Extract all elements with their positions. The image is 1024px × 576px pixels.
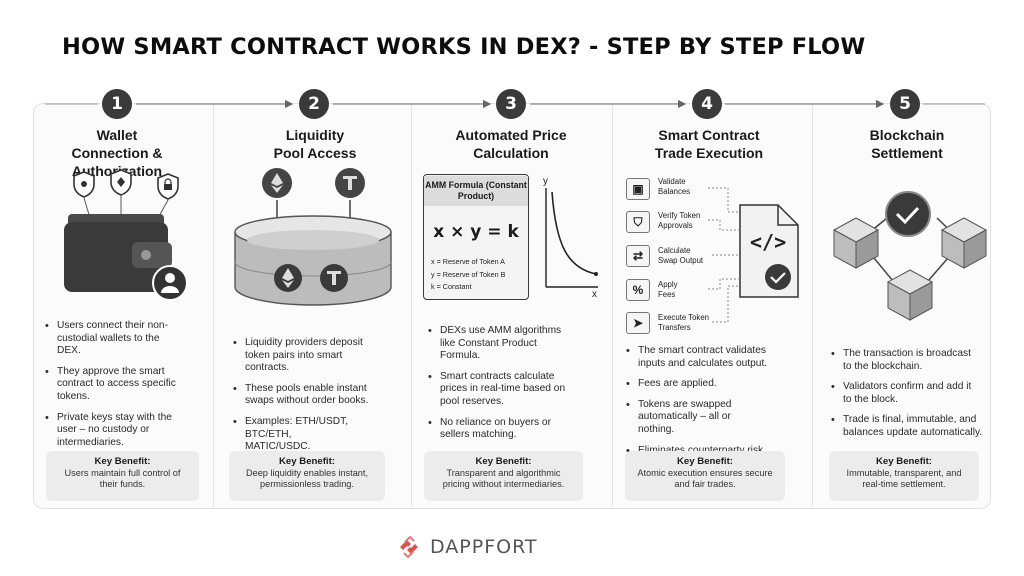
bullet-item: They approve the smart contract to acces… bbox=[45, 366, 205, 404]
bullet-item: Fees are applied. bbox=[626, 378, 806, 391]
key-benefit-heading: Key Benefit: bbox=[94, 456, 151, 467]
shield-icon bbox=[110, 169, 132, 196]
check-badge-icon bbox=[765, 264, 791, 290]
percent-icon: % bbox=[626, 279, 650, 301]
key-benefit-text: Atomic execution ensures secure and fair… bbox=[637, 468, 773, 489]
liquidity-pool-icon bbox=[234, 215, 392, 306]
bullet-item: Users connect their non-custodial wallet… bbox=[45, 320, 205, 358]
step-bullets: DEXs use AMM algorithms like Constant Pr… bbox=[428, 325, 603, 450]
bullet-item: DEXs use AMM algorithms like Constant Pr… bbox=[428, 325, 603, 363]
amm-legend-item: y = Reserve of Token B bbox=[431, 269, 506, 279]
step-bullets: The transaction is broadcast to the bloc… bbox=[831, 348, 991, 448]
step-bullets: The smart contract validates inputs and … bbox=[626, 345, 806, 465]
key-benefit-text: Users maintain full control of their fun… bbox=[64, 468, 181, 489]
step-number-badge: 1 bbox=[102, 89, 132, 119]
column-divider bbox=[411, 104, 412, 508]
bullet-item: No reliance on buyers or sellers matchin… bbox=[428, 417, 603, 442]
bullet-item: The smart contract validates inputs and … bbox=[626, 345, 806, 370]
key-benefit-box: Key Benefit: Immutable, transparent, and… bbox=[829, 451, 979, 501]
step-number-badge: 2 bbox=[299, 89, 329, 119]
step-bullets: Liquidity providers deposit token pairs … bbox=[233, 337, 408, 462]
shield-icon: ⛉ bbox=[626, 211, 650, 233]
bullet-item: Examples: ETH/USDT, BTC/ETH, MATIC/USDC. bbox=[233, 416, 408, 454]
key-benefit-heading: Key Benefit: bbox=[475, 456, 532, 467]
key-benefit-box: Key Benefit: Atomic execution ensures se… bbox=[625, 451, 785, 501]
bullet-item: Validators confirm and add it to the blo… bbox=[831, 381, 991, 406]
key-benefit-box: Key Benefit: Transparent and algorithmic… bbox=[424, 451, 583, 501]
amm-formula-title: AMM Formula (Constant Product) bbox=[425, 180, 527, 201]
price-curve-chart bbox=[545, 188, 598, 288]
bullet-item: Private keys stay with the user – no cus… bbox=[45, 412, 205, 450]
key-benefit-text: Deep liquidity enables instant, permissi… bbox=[245, 468, 369, 489]
step-number-badge: 3 bbox=[496, 89, 526, 119]
amm-formula-equation: x × y = k bbox=[433, 222, 519, 242]
page-title: HOW SMART CONTRACT WORKS IN DEX? - STEP … bbox=[62, 34, 866, 60]
key-benefit-text: Immutable, transparent, and real-time se… bbox=[846, 468, 962, 489]
bullet-item: The transaction is broadcast to the bloc… bbox=[831, 348, 991, 373]
key-benefit-box: Key Benefit: Users maintain full control… bbox=[46, 451, 199, 501]
y-axis-label: y bbox=[543, 176, 548, 187]
bullet-item: Tokens are swapped automatically – all o… bbox=[626, 399, 806, 437]
swap-arrows-icon: ⇄ bbox=[626, 245, 650, 267]
bullet-item: Smart contracts calculate prices in real… bbox=[428, 371, 603, 409]
user-avatar-icon bbox=[152, 265, 188, 301]
bullet-item: Eliminates counterparty risk. bbox=[626, 445, 806, 458]
wallet-icon bbox=[64, 214, 172, 292]
checklist-item: Apply Fees bbox=[658, 280, 678, 299]
step-number-badge: 5 bbox=[890, 89, 920, 119]
check-circle-icon bbox=[885, 191, 931, 237]
amm-formula-header bbox=[424, 176, 528, 206]
key-benefit-heading: Key Benefit: bbox=[876, 456, 932, 467]
checklist-connectors bbox=[708, 187, 740, 323]
key-benefit-text: Transparent and algorithmic pricing with… bbox=[442, 468, 565, 489]
amm-legend-item: k = Constant bbox=[431, 282, 472, 291]
code-brackets-icon: </> bbox=[750, 230, 787, 254]
amm-formula-legend: x = Reserve of Token A y = Reserve of To… bbox=[431, 256, 505, 294]
send-arrow-icon: ➤ bbox=[626, 312, 650, 334]
column-divider bbox=[213, 104, 214, 508]
blockchain-blocks-icon bbox=[832, 217, 988, 321]
shield-icon bbox=[73, 171, 95, 198]
bullet-item: Liquidity providers deposit token pairs … bbox=[233, 337, 408, 375]
step-title: Blockchain Settlement bbox=[869, 127, 945, 161]
key-benefit-heading: Key Benefit: bbox=[279, 456, 335, 467]
column-divider bbox=[812, 104, 813, 508]
amm-legend-item: x = Reserve of Token A bbox=[431, 257, 505, 266]
key-benefit-heading: Key Benefit: bbox=[677, 456, 733, 467]
step-title: Liquidity Pool Access bbox=[273, 127, 357, 161]
tether-coin-icon bbox=[320, 264, 348, 292]
x-axis-label: x bbox=[592, 289, 597, 300]
bullet-item: These pools enable instant swaps without… bbox=[233, 383, 408, 408]
step-bullets: Users connect their non-custodial wallet… bbox=[45, 320, 205, 457]
ethereum-coin-icon bbox=[262, 168, 292, 198]
tether-coin-icon bbox=[335, 168, 365, 198]
checklist-item: Execute Token Transfers bbox=[658, 313, 710, 332]
lock-shield-icon bbox=[157, 173, 179, 200]
step-title: Automated Price Calculation bbox=[455, 127, 567, 161]
brand-name: DAPPFORT bbox=[430, 536, 538, 558]
brand-footer: DAPPFORT bbox=[396, 534, 538, 560]
dappfort-logo-icon bbox=[400, 535, 418, 559]
checklist-item: Verify Token Approvals bbox=[658, 211, 701, 230]
checklist-item: Calculate Swap Output bbox=[658, 246, 704, 265]
ethereum-coin-icon bbox=[274, 264, 302, 292]
wallet-icon: ▣ bbox=[626, 178, 650, 200]
step-title: Smart Contract Trade Execution bbox=[654, 127, 764, 161]
bullet-item: Trade is final, immutable, and balances … bbox=[831, 414, 991, 439]
key-benefit-box: Key Benefit: Deep liquidity enables inst… bbox=[229, 451, 385, 501]
step-number-badge: 4 bbox=[692, 89, 722, 119]
checklist-item: Validate Balances bbox=[658, 177, 691, 196]
column-divider bbox=[612, 104, 613, 508]
